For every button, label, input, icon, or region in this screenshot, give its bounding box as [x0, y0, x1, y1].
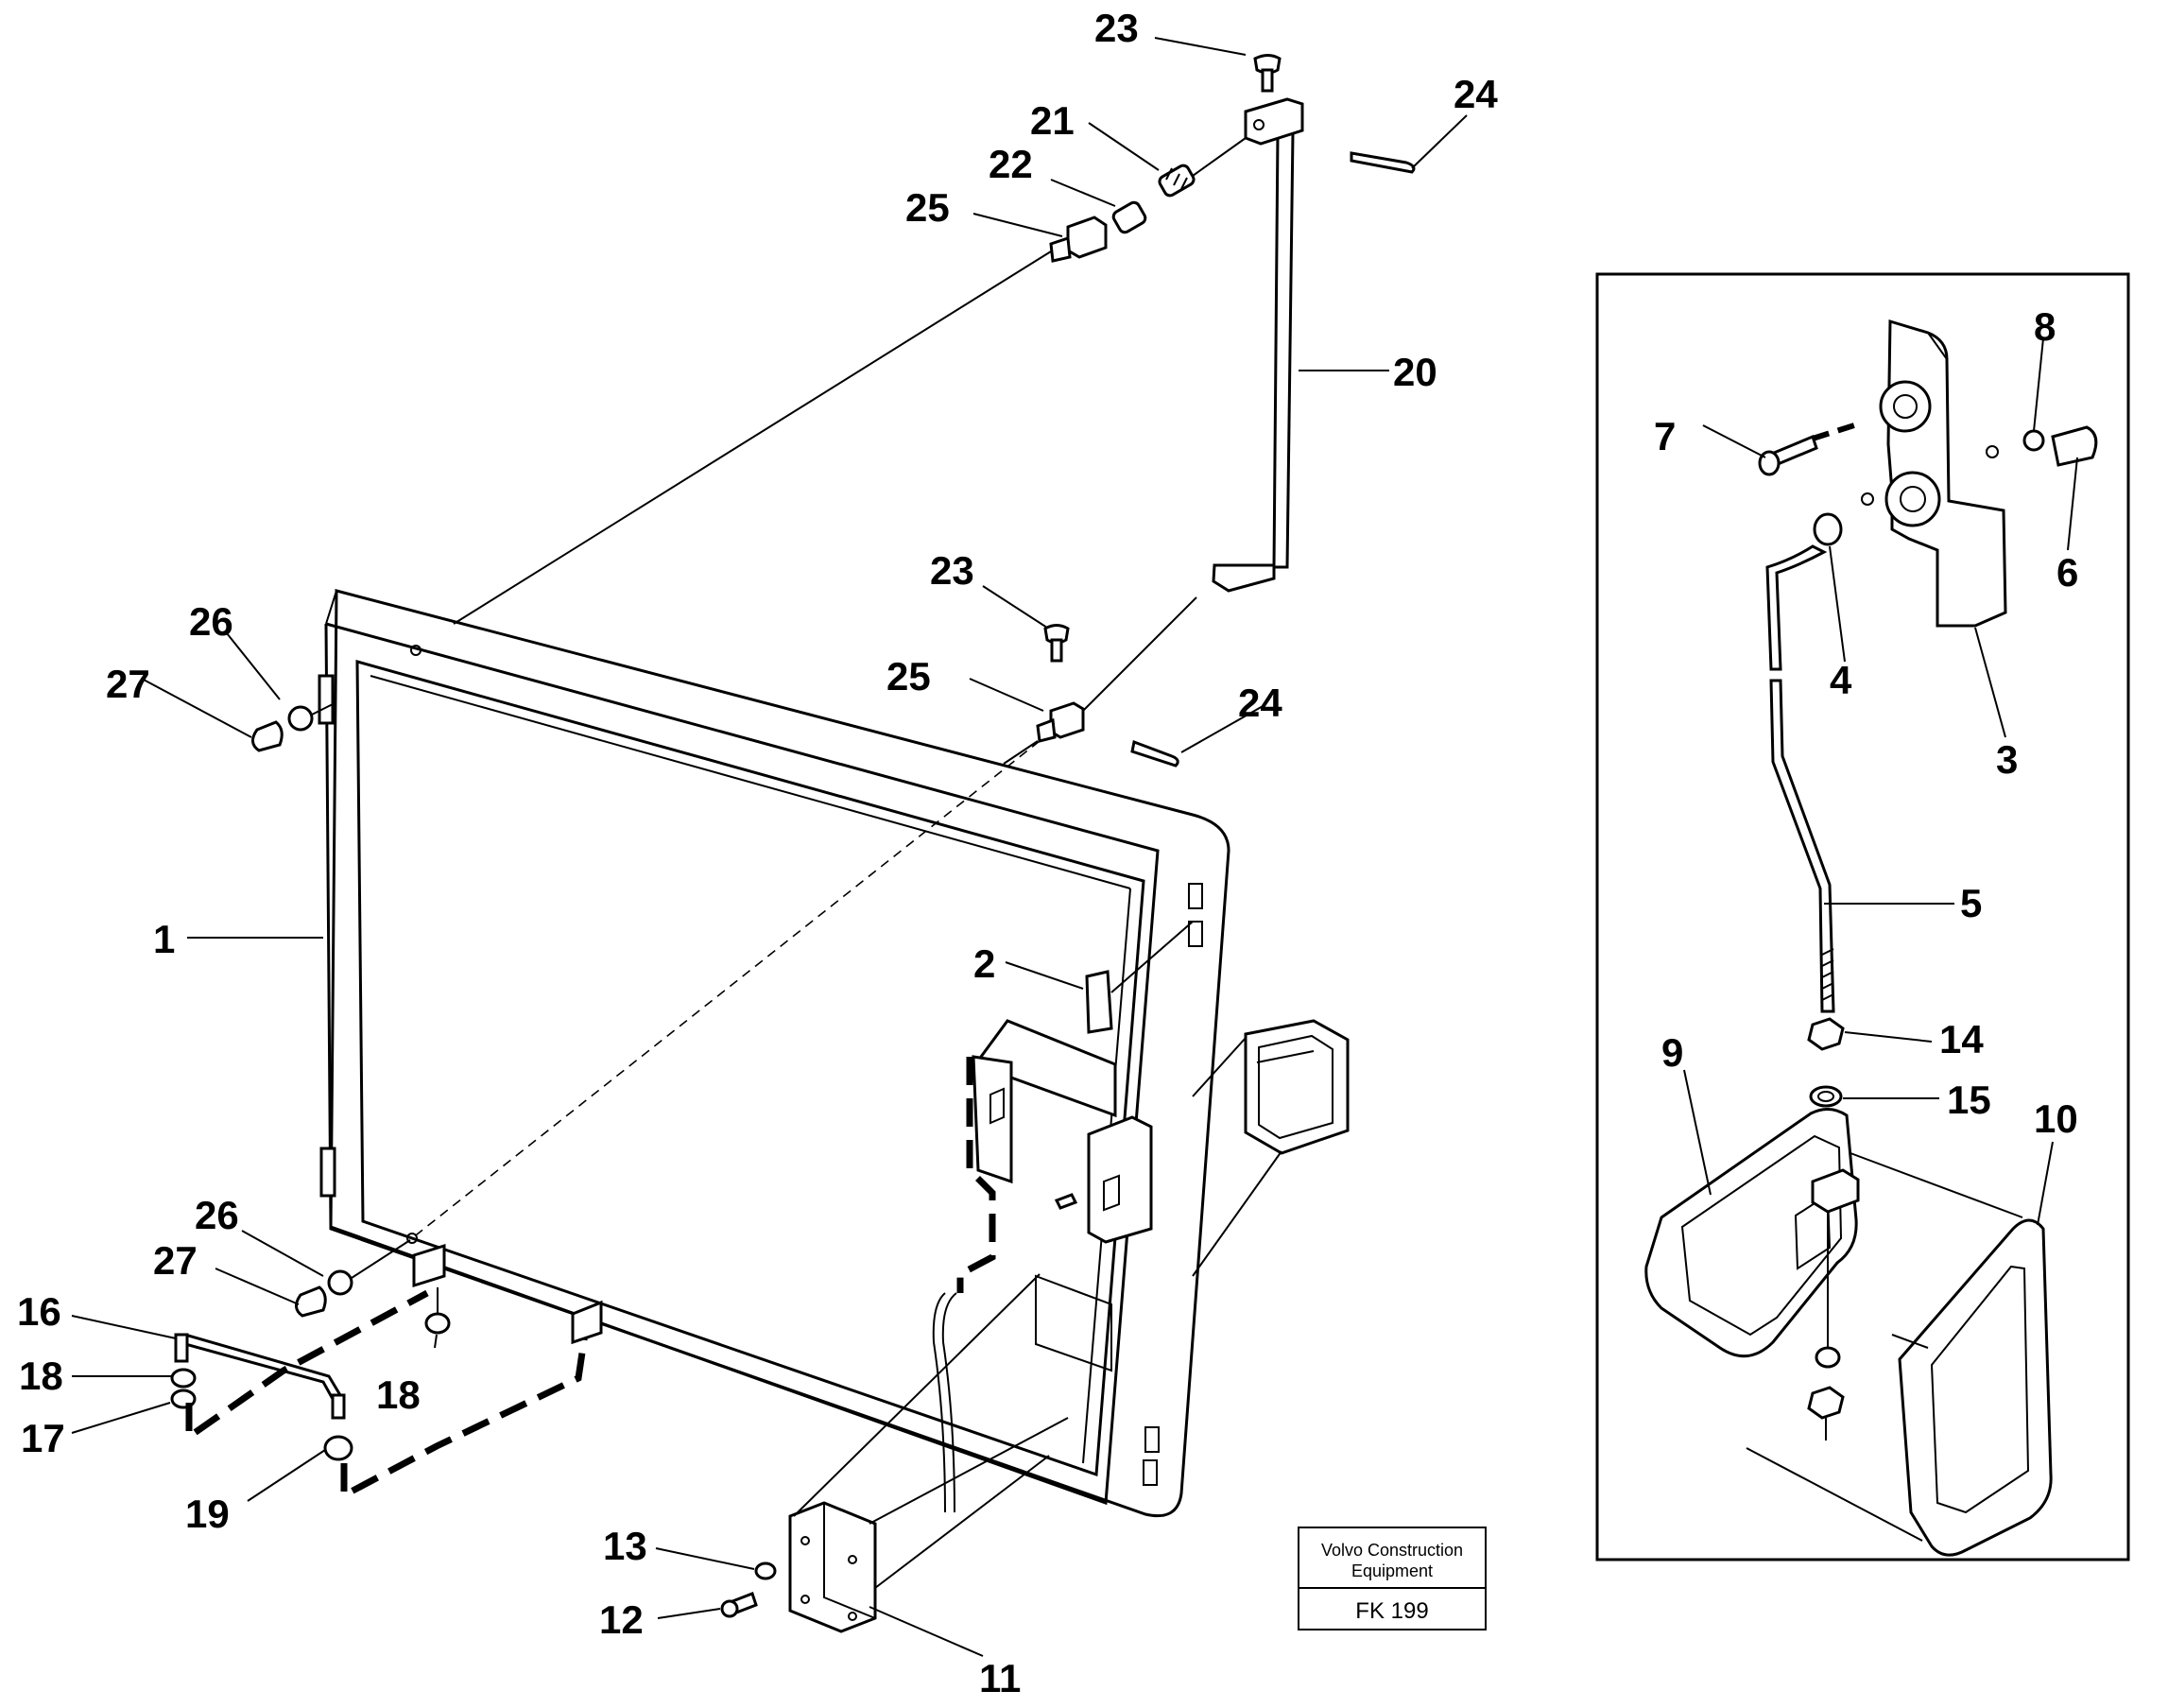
callout-12: 12 — [599, 1597, 644, 1642]
callout-27-bottom: 27 — [153, 1238, 198, 1283]
title-block-company-line1: Volvo Construction — [1321, 1541, 1463, 1560]
spring — [1158, 164, 1196, 198]
callout-25-mid: 25 — [886, 654, 931, 699]
hook-rod-assembly — [170, 1243, 603, 1501]
callout-7: 7 — [1654, 414, 1676, 458]
callout-23-mid: 23 — [930, 548, 974, 593]
callout-18-mid: 18 — [376, 1372, 421, 1417]
title-block-company-line2: Equipment — [1351, 1561, 1433, 1580]
callout-4: 4 — [1830, 658, 1852, 702]
title-block-code: FK 199 — [1355, 1598, 1428, 1624]
callout-2: 2 — [973, 941, 995, 986]
callout-24-top: 24 — [1454, 72, 1498, 116]
leader-lines — [71, 37, 2078, 1657]
inset-detail — [1595, 272, 2130, 1561]
outer-handle — [1192, 1019, 1350, 1277]
callout-11: 11 — [979, 1656, 1021, 1700]
callout-8: 8 — [2034, 304, 2056, 349]
lock-bracket — [932, 1019, 1153, 1513]
window-frame — [318, 589, 1230, 1518]
callout-18-left: 18 — [19, 1354, 63, 1398]
callout-16: 16 — [17, 1289, 61, 1334]
bottom-bracket — [720, 1273, 1069, 1633]
callout-14: 14 — [1939, 1017, 1984, 1061]
callout-20: 20 — [1393, 350, 1437, 394]
callout-26-top: 26 — [189, 599, 233, 644]
wedge — [1085, 921, 1194, 1034]
callout-26-bottom: 26 — [195, 1193, 239, 1237]
title-block: Volvo Construction Equipment FK 199 — [1298, 1527, 1487, 1630]
callout-10: 10 — [2034, 1096, 2078, 1141]
callout-24-mid: 24 — [1238, 681, 1282, 725]
callout-25-top: 25 — [905, 185, 950, 230]
callout-6: 6 — [2056, 550, 2078, 595]
callout-27-top: 27 — [106, 662, 150, 706]
callout-17: 17 — [21, 1416, 65, 1460]
callout-1: 1 — [153, 917, 175, 961]
callout-13: 13 — [603, 1524, 647, 1568]
callout-23-top: 23 — [1094, 6, 1139, 50]
callout-3: 3 — [1996, 737, 2018, 782]
callout-9: 9 — [1661, 1030, 1683, 1075]
left-fasteners — [251, 703, 411, 1318]
callout-15: 15 — [1947, 1078, 1991, 1122]
callout-19: 19 — [185, 1492, 230, 1536]
callout-22: 22 — [989, 142, 1033, 186]
callout-21: 21 — [1030, 98, 1075, 143]
callout-labels: 23 24 21 22 25 20 23 25 24 26 27 1 2 26 … — [17, 6, 2078, 1700]
callout-5: 5 — [1960, 881, 1982, 925]
